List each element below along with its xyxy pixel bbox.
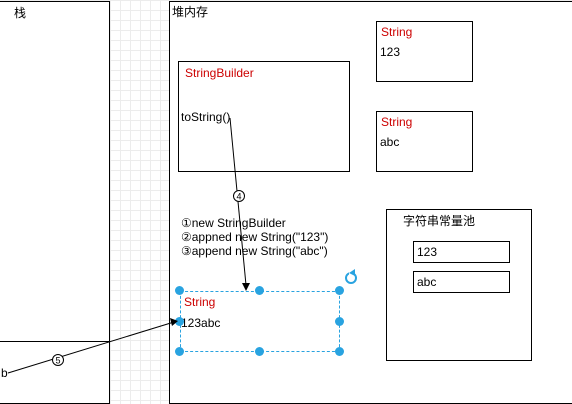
stringbuilder-box[interactable] (178, 61, 350, 172)
stack-frame-divider (0, 341, 109, 342)
resize-handle-bottom-right[interactable] (335, 347, 344, 356)
resize-handle-bottom[interactable] (255, 347, 264, 356)
resize-handle-bottom-left[interactable] (175, 347, 184, 356)
resize-handle-top-left[interactable] (175, 286, 184, 295)
arrow-tostring-to-result[interactable] (229, 117, 250, 291)
stack-title: 栈 (14, 6, 27, 20)
stack-variable-b: b (1, 366, 8, 380)
stringbuilder-type-label: StringBuilder (185, 66, 254, 80)
string-pool-title: 字符串常量池 (403, 214, 476, 228)
step5-circle-label: ⑤ (53, 353, 64, 366)
step-1-text: ①new StringBuilder (181, 216, 286, 230)
string-abc-type-label: String (381, 115, 413, 129)
string-abc-box[interactable] (376, 111, 473, 172)
step4-circle-label: ④ (234, 189, 245, 202)
stack-region[interactable] (0, 1, 110, 404)
heap-title: 堆内存 (172, 5, 209, 19)
step-2-text: ②appned new String("123") (181, 230, 329, 244)
resize-handle-top[interactable] (255, 286, 264, 295)
arrow-step5-marker: 5 (52, 354, 64, 366)
arrow-b-to-result[interactable] (7, 318, 178, 374)
string-123-type-label: String (381, 25, 413, 39)
svg-text:5: 5 (55, 356, 60, 366)
rotate-handle-icon[interactable] (345, 269, 357, 284)
tostring-method-label: toString() (181, 110, 231, 124)
result-string-box[interactable] (180, 291, 340, 352)
svg-text:4: 4 (236, 192, 241, 202)
result-string-value: 123abc (181, 316, 221, 330)
arrow-step4-marker: 4 (233, 190, 245, 202)
string-abc-value: abc (380, 135, 400, 149)
pool-entry-123-value: 123 (417, 245, 438, 259)
resize-handle-left[interactable] (175, 317, 184, 326)
pool-entry-abc-value: abc (417, 275, 437, 289)
string-123-box[interactable] (376, 21, 473, 82)
resize-handle-right[interactable] (335, 317, 344, 326)
pool-entry-123[interactable] (413, 241, 510, 263)
result-string-type-label: String (184, 295, 216, 309)
step-3-text: ③append new String("abc") (181, 244, 328, 258)
resize-handle-top-right[interactable] (335, 286, 344, 295)
pool-entry-abc[interactable] (413, 271, 510, 293)
string-123-value: 123 (380, 45, 401, 59)
